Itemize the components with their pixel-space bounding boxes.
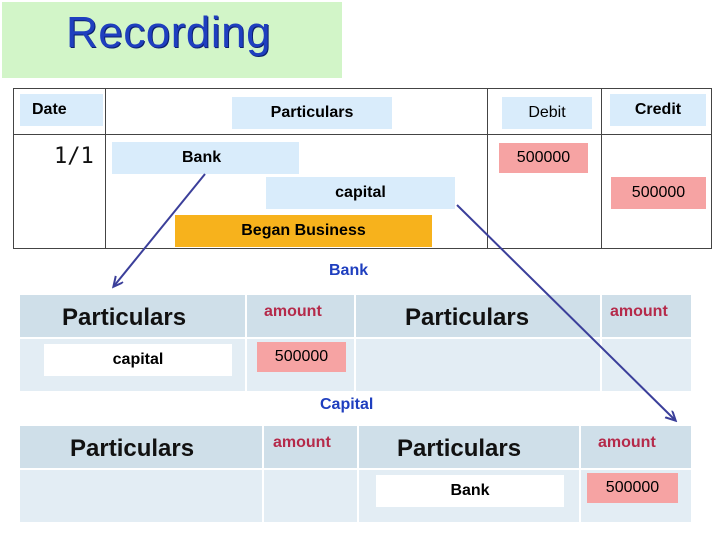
capital-ledger-row-divider	[20, 468, 691, 470]
bank-ledger-col-divider	[354, 295, 356, 391]
journal-narration: Began Business	[175, 215, 432, 247]
journal-credit-account: capital	[266, 177, 455, 209]
bank-ledger-header-amount: amount	[610, 303, 668, 320]
capital-ledger-header-particulars: Particulars	[70, 435, 195, 462]
page-title: Recording	[66, 8, 272, 57]
journal-header-credit: Credit	[610, 94, 706, 126]
ledger-title-bank: Bank	[329, 262, 369, 279]
journal-date: 1/1	[54, 144, 94, 169]
bank-ledger-col-divider	[600, 295, 602, 391]
bank-ledger-header-particulars: Particulars	[62, 304, 187, 331]
bank-ledger-col-divider	[245, 295, 247, 391]
capital-ledger-col-divider	[262, 426, 264, 522]
journal-header-date: Date	[20, 94, 103, 126]
capital-ledger-header-amount: amount	[273, 434, 331, 451]
bank-ledger-debit-amount: 500000	[257, 342, 346, 372]
bank-ledger-debit-particular: capital	[44, 344, 232, 376]
journal-col-divider	[487, 88, 488, 249]
journal-col-divider	[601, 88, 602, 249]
arrow-bank-to-bank-ledger	[114, 173, 206, 286]
journal-debit-amount: 500000	[499, 143, 588, 173]
journal-table	[13, 88, 712, 249]
journal-header-debit: Debit	[502, 97, 592, 129]
journal-header-particulars: Particulars	[232, 97, 392, 129]
bank-ledger-header-particulars: Particulars	[405, 304, 530, 331]
arrow-capital-to-capital-ledger	[456, 204, 675, 420]
journal-credit-amount: 500000	[611, 177, 706, 209]
capital-ledger-credit-particular: Bank	[376, 475, 564, 507]
capital-ledger-credit-amount: 500000	[587, 473, 678, 503]
ledger-title-capital: Capital	[320, 396, 374, 413]
capital-ledger-col-divider	[579, 426, 581, 522]
journal-debit-account: Bank	[112, 142, 299, 174]
journal-col-divider	[105, 88, 106, 249]
bank-ledger-header-amount: amount	[264, 303, 322, 320]
capital-ledger-col-divider	[357, 426, 359, 522]
journal-header-divider	[13, 134, 712, 135]
capital-ledger-header-particulars: Particulars	[397, 435, 522, 462]
title-banner	[2, 2, 342, 78]
capital-ledger-header-amount: amount	[598, 434, 656, 451]
